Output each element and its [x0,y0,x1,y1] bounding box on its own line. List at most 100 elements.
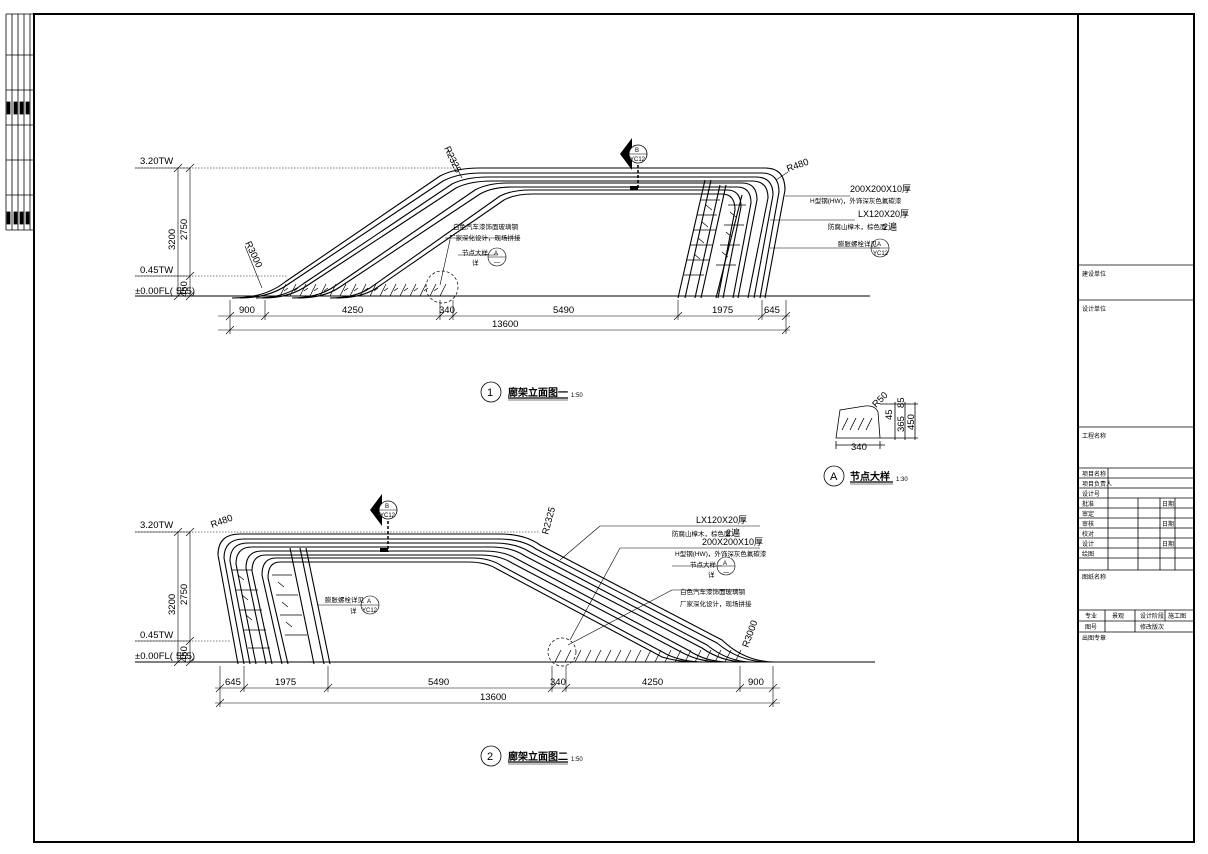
section-marker-b2: B YC12 [370,494,398,552]
radius-r3000: R3000 [242,240,264,270]
detail-dim-340: 340 [851,442,867,453]
vdim2-450: 450 [179,646,190,662]
hdim-5: 1975 [712,305,733,316]
hdim-3: 340 [439,305,455,316]
level2-320tw: 3.20TW [140,520,173,531]
tb-major-value: 景观 [1112,613,1124,620]
note2-steel-desc: H型钢(HW)，外饰深灰色氟碳漆 [675,549,767,558]
tb-date-3: 日期 [1162,540,1174,548]
note2-bolt-ref: 详 [350,606,357,615]
detail-dim-45: 45 [884,409,895,420]
hdim2-3: 5490 [428,677,449,688]
detail-dim-85: 85 [896,397,907,408]
tb-no-label: 图号 [1085,624,1097,631]
tb-row-5: 审定 [1082,510,1094,518]
section-marker-b: B YC12 [620,138,648,190]
left-binding-strip [5,13,34,231]
hdim2-2: 1975 [275,677,296,688]
detail-dim-365: 365 [896,416,907,432]
vdim2-3200: 3200 [167,594,178,615]
section2-b-sheet: YC12 [380,513,396,519]
tb-project-name: 工程名称 [1082,432,1106,440]
elev2-scale: 1:50 [571,757,583,763]
detail-title: 节点大样 [850,470,890,483]
note-bolt-marker: A [877,242,881,248]
base-hatch-2 [232,569,742,667]
hdim2-1: 645 [225,677,241,688]
elev1-title: 廊架立面图一 [508,386,568,399]
level2-000fl-suffix: 555) [176,651,195,662]
note-node-ref: 详 [472,258,479,267]
detail-title-letter: A [830,471,838,483]
note-node: 节点大样 [462,248,489,257]
vdim-3200: 3200 [167,229,178,250]
title-block: 建设单位 设计单位 工程名称 项目名称 项目负责人 设计号 批准 审定 审核 校… [1078,264,1194,642]
tb-stage-value: 施工图 [1168,612,1186,620]
level-320tw: 3.20TW [140,156,173,167]
tb-row-6: 审核 [1082,520,1094,528]
sheet-border [33,13,1195,843]
note2-bolt: 膨胀螺栓详见 [325,595,365,604]
section-b-letter: B [635,148,639,154]
detail-dim-450: 450 [906,414,917,430]
note2-paint: 白色汽车漆饰面玻璃钢 [680,587,746,596]
note2-wood-qty: 2遍 [726,527,740,538]
level2-000fl: ±0.00FL( [135,651,174,662]
section2-b-letter: B [385,504,389,510]
note2-steel-size: 200X200X10厚 [702,537,763,547]
level-045tw: 0.45TW [140,265,173,276]
hdim-4: 5490 [553,305,574,316]
note2-wood-desc: 防腐山樟木，棕色面 [672,529,731,538]
note2-wood-size: LX120X20厚 [696,515,747,525]
note-wood-qty: 2遍 [883,221,897,232]
tb-major-label: 专业 [1085,612,1097,620]
section-b-sheet: YC12 [630,157,646,163]
note-bolt: 膨胀螺栓详见 [838,239,878,248]
tb-row-3: 设计号 [1082,490,1100,498]
node-marker-dash: — [494,260,500,266]
elev2-title: 廊架立面图二 [508,750,568,763]
elev1-title-number: 1 [487,387,493,399]
elevation-1: 3.20TW 0.45TW ±0.00FL( 555) 3200 2750 45… [135,138,911,403]
note-wood-desc: 防腐山樟木，棕色面 [828,222,887,231]
node2-marker-letter: A [723,561,727,567]
level-000fl-suffix: 555) [176,286,195,297]
tb-row-2: 项目负责人 [1082,480,1112,488]
note2-paint2: 厂家深化设计，现场拼接 [680,599,752,608]
radius-r480: R480 [785,157,810,175]
tb-issue-label: 出图专章 [1082,634,1106,642]
bolt2-marker-sheet: YC12 [362,608,378,614]
vdim-2750: 2750 [179,219,190,240]
elev1-scale: 1:50 [571,393,583,399]
tb-date-2: 日期 [1162,520,1174,528]
detail-scale: 1:30 [896,477,908,483]
elev2-title-number: 2 [487,751,493,763]
hdim-2: 4250 [342,305,363,316]
radius2-r2325: R2325 [540,506,558,536]
hdim2-6: 900 [748,677,764,688]
hdim2-5: 4250 [642,677,663,688]
tb-date-1: 日期 [1162,500,1174,508]
tb-version-label: 修改版次 [1140,623,1164,631]
hdim2-4: 340 [550,677,566,688]
base-hatch [279,199,746,304]
radius2-r480: R480 [209,513,234,531]
level-000fl: ±0.00FL( [135,286,174,297]
vdim-450: 450 [179,281,190,297]
tb-row-8: 设计 [1082,540,1094,548]
hdim2-total: 13600 [480,692,506,703]
radius-r2325: R2325 [441,145,463,175]
note-wood-size: LX120X20厚 [858,209,909,219]
note-steel-desc: H型钢(HW)，外饰深灰色氟碳漆 [810,196,902,205]
bolt2-marker-letter: A [367,599,371,605]
note-paint: 白色汽车漆饰面玻璃钢 [453,222,519,231]
note2-node-ref: 详 [708,570,715,579]
note-steel-size: 200X200X10厚 [850,184,911,194]
note-bolt-sheet: YC12 [873,251,889,257]
note2-node: 节点大样 [690,560,717,569]
node2-marker-dash: — [723,570,729,576]
tb-drawing-name: 图纸名称 [1082,573,1106,581]
note-paint2: 厂家深化设计，现场拼接 [449,233,521,242]
detail-a: 340 R50 45 85 365 450 A 节点大样 1:30 [823,390,918,487]
